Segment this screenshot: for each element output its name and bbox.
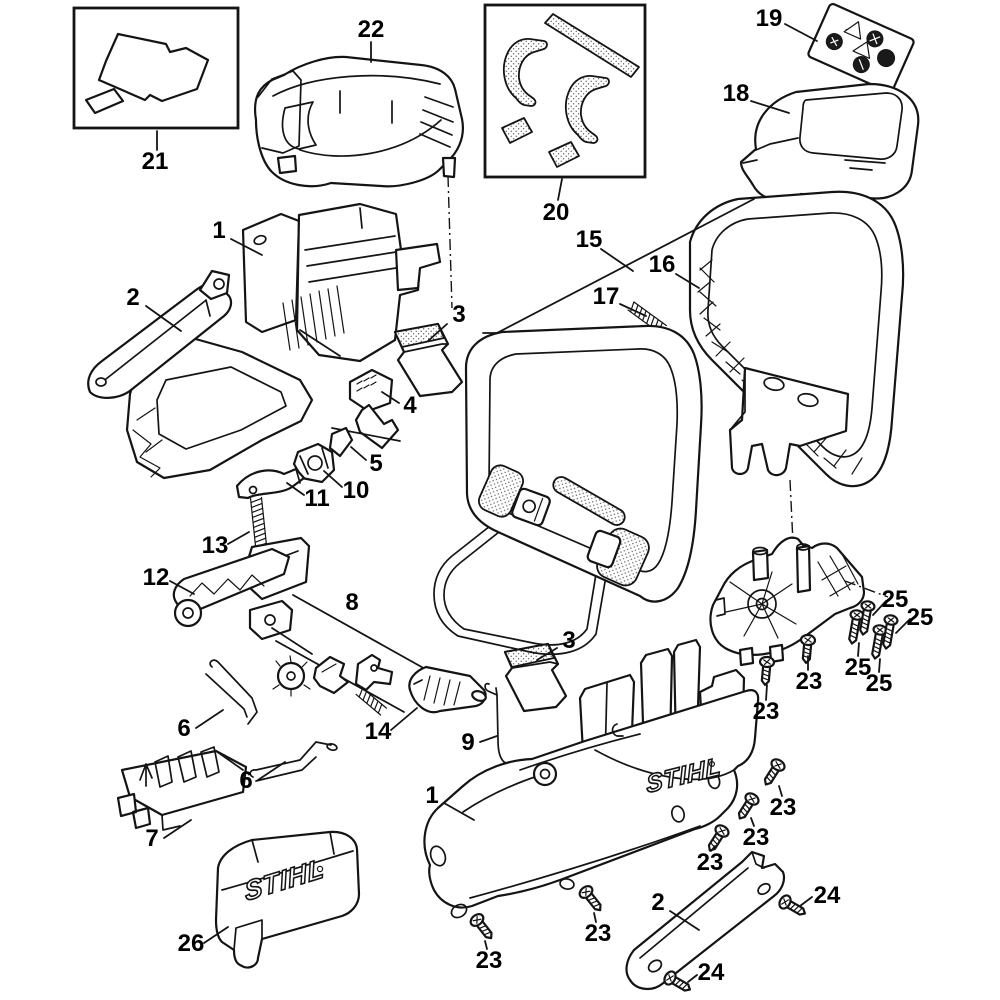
callout-18: 18 [723, 80, 750, 107]
screw-24 [776, 892, 810, 921]
callout-20: 20 [543, 199, 570, 226]
lower-housing: STIHL [423, 638, 760, 919]
registered-mark-icon [708, 760, 715, 767]
callout-10: 10 [343, 477, 370, 504]
foam-square-1 [501, 117, 533, 144]
callout-24: 24 [814, 882, 841, 909]
callout-labels: 22 21 20 19 18 15 16 17 1 2 3 4 5 10 11 … [126, 5, 933, 986]
foam-pad-kit-box [483, 3, 647, 179]
callout-23: 23 [743, 824, 770, 851]
gear-housing [709, 536, 866, 667]
callout-23: 23 [697, 849, 724, 876]
callout-25: 25 [866, 670, 893, 697]
spring-8 [355, 686, 388, 716]
handle-clamp-right [586, 529, 622, 569]
wire-rod-9 [484, 682, 518, 768]
screw-23 [756, 655, 776, 687]
callout-2: 2 [126, 284, 139, 311]
lockout-button [248, 599, 294, 641]
vane-tray-7 [116, 746, 248, 831]
carton-26: STIHL [214, 830, 361, 969]
handle-moulding-top [87, 269, 233, 399]
lever-11 [235, 467, 306, 500]
screw-23 [758, 755, 788, 790]
hand-guard-wire [433, 499, 607, 656]
callout-22: 22 [358, 16, 385, 43]
foam-pad-strip [552, 476, 626, 526]
callout-23: 23 [476, 947, 503, 974]
registered-mark-icon [316, 865, 324, 873]
callout-23: 23 [796, 668, 823, 695]
wire-clip-6b [249, 741, 338, 782]
callout-25: 25 [882, 586, 909, 613]
shroud-handle-opening [281, 101, 317, 150]
switch-shaft [331, 368, 401, 450]
callout-17: 17 [593, 283, 620, 310]
guard-arm-12 [172, 536, 311, 628]
screw-23 [576, 882, 607, 916]
wedge-5 [328, 426, 354, 458]
pivot-pin-part [354, 653, 394, 692]
callout-12: 12 [143, 564, 170, 591]
callout-14: 14 [365, 718, 392, 745]
cover-strip-bottom [625, 850, 786, 990]
callout-3b: 3 [562, 627, 575, 654]
callout-4: 4 [403, 392, 417, 419]
foam-crescent-left [502, 38, 548, 107]
callout-1b: 1 [425, 782, 438, 809]
callout-26: 26 [178, 930, 205, 957]
foam-square-2 [548, 141, 580, 168]
front-handle-assembly [433, 324, 703, 656]
callout-19: 19 [756, 5, 783, 32]
foam-crescent-right [564, 75, 610, 144]
gasket-shape [97, 32, 210, 103]
star-washer [276, 661, 306, 691]
callout-11: 11 [304, 485, 329, 512]
wire-clip-6a [205, 659, 258, 725]
callout-1: 1 [212, 217, 225, 244]
hand-guard-cover [739, 82, 920, 202]
throttle-trigger-14 [408, 665, 487, 714]
callout-5: 5 [369, 450, 382, 477]
callout-15: 15 [576, 226, 603, 253]
loop-handle-tube [464, 324, 703, 603]
warning-sticker [807, 2, 915, 94]
callout-2b: 2 [651, 889, 664, 916]
foam-strip-long [544, 13, 640, 78]
gasket-strip [84, 87, 125, 115]
screw-23 [467, 910, 498, 944]
gasket-kit-box [72, 6, 240, 130]
callout-13: 13 [202, 532, 229, 559]
callout-8: 8 [345, 589, 358, 616]
handle-mount-bracket [728, 366, 850, 477]
rear-handle-frame [688, 190, 905, 488]
callout-3: 3 [452, 301, 465, 328]
handle-clamp [511, 487, 551, 527]
callout-25: 25 [907, 604, 934, 631]
callout-23: 23 [753, 698, 780, 725]
callout-23: 23 [585, 920, 612, 947]
top-cover-shroud [253, 55, 464, 188]
pictogram-icon [877, 49, 896, 68]
callout-9: 9 [461, 729, 474, 756]
callout-16: 16 [649, 251, 676, 278]
callout-23: 23 [770, 794, 797, 821]
leader-lines [145, 23, 911, 983]
callout-6b: 6 [239, 767, 252, 794]
deflector-plate-top [393, 322, 464, 398]
motor-housing-assembly [125, 202, 442, 480]
callout-25: 25 [845, 654, 872, 681]
callout-24: 24 [698, 959, 725, 986]
clamp-10 [292, 442, 336, 484]
switch-parts-group-8 [248, 594, 428, 716]
callout-7: 7 [145, 825, 158, 852]
trigger-pawl [312, 655, 350, 695]
callout-21: 21 [142, 148, 169, 175]
callout-6a: 6 [177, 715, 190, 742]
screw-23 [732, 789, 762, 824]
